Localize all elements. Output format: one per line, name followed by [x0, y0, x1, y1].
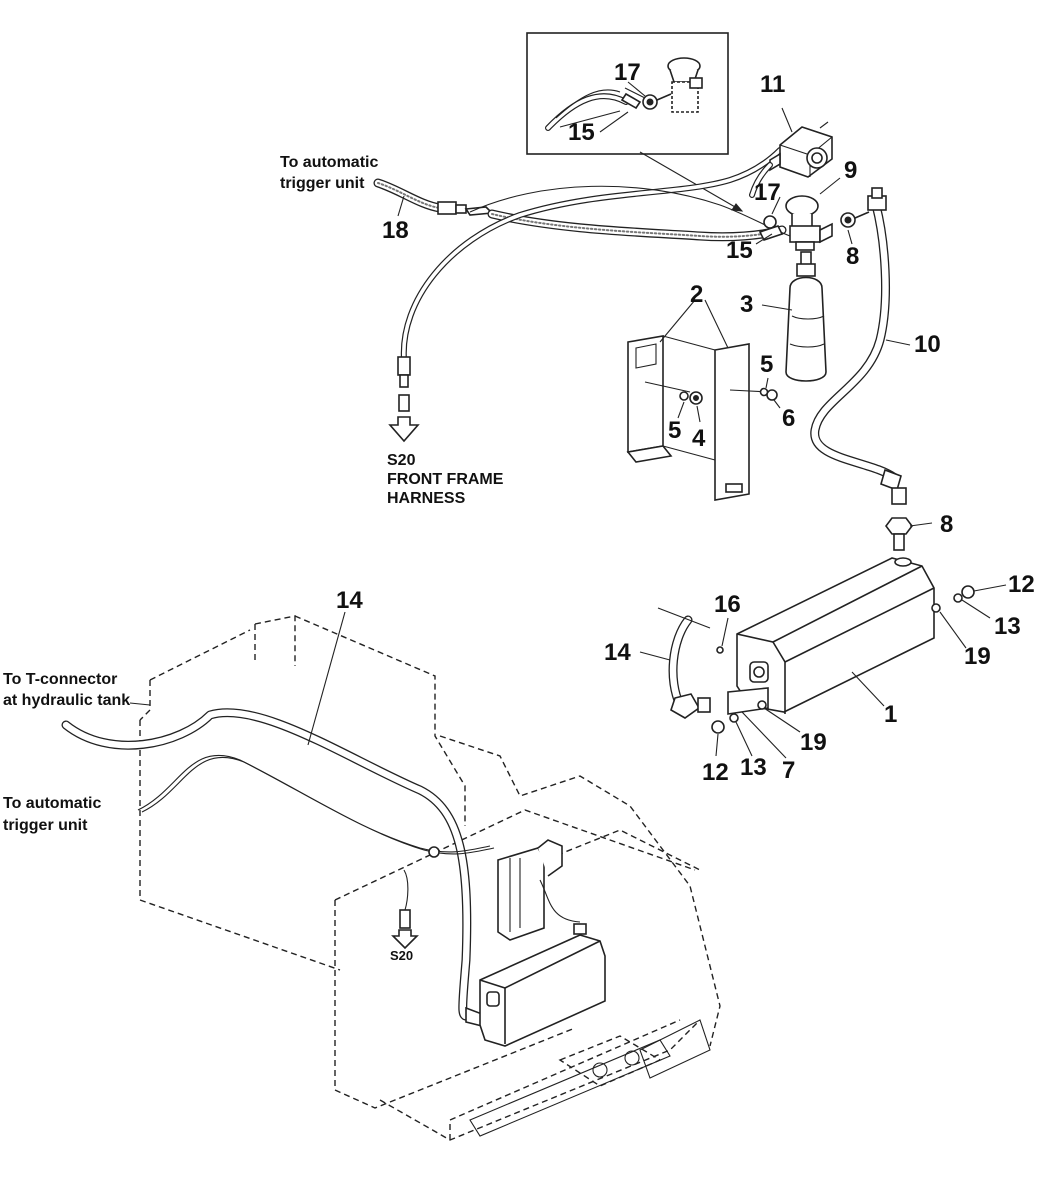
callout-15: 15 — [726, 237, 753, 264]
actuator-11 — [749, 121, 833, 198]
callout-2: 2 — [690, 281, 703, 308]
trigger-note-bottom-2: trigger unit — [3, 817, 88, 834]
inset-valve — [667, 57, 703, 113]
callout-8-top: 8 — [846, 243, 859, 270]
fitting-17 — [763, 215, 777, 229]
trigger-note-bottom-1: To automatic — [3, 795, 101, 812]
canister-lower — [479, 923, 606, 1047]
washer-5-right — [759, 387, 769, 397]
inset-frame — [526, 32, 729, 155]
callout-4: 4 — [692, 425, 706, 452]
callout-11: 11 — [760, 71, 785, 98]
s20-small-arrow — [391, 929, 419, 950]
harness-note-1: S20 — [387, 452, 416, 469]
callout-15-inset: 15 — [568, 119, 595, 146]
callout-1: 1 — [884, 701, 897, 728]
connector-plug — [397, 356, 411, 376]
callout-7: 7 — [782, 757, 795, 784]
callout-5-left: 5 — [668, 417, 681, 444]
tconnector-note-1: To T-connector — [3, 671, 117, 688]
callout-14-top: 14 — [336, 587, 363, 614]
washer-5-left — [679, 391, 689, 401]
fitting-15 — [758, 225, 784, 241]
bolt-12-top — [961, 585, 975, 599]
tconnector-note-2: at hydraulic tank — [3, 692, 130, 709]
harness-arrow — [388, 416, 420, 443]
nut-6 — [759, 387, 778, 401]
callout-19-bottom: 19 — [800, 729, 827, 756]
bolt-12-bottom — [711, 720, 725, 734]
inset-leader — [639, 151, 743, 212]
callout-13-top: 13 — [994, 613, 1021, 640]
inset-fitting-15 — [620, 92, 642, 110]
hose-14-detail — [657, 607, 711, 719]
callout-17-inset: 17 — [614, 59, 641, 86]
callout-17: 17 — [754, 179, 781, 206]
trigger-note-top-1: To automatic — [280, 154, 378, 171]
nut-19-right — [931, 603, 941, 613]
harness-note-3: HARNESS — [387, 490, 466, 507]
nut-19-bottom — [757, 700, 767, 710]
callout-19-right: 19 — [964, 643, 991, 670]
fitting-8-top — [840, 211, 870, 228]
hose-18 — [373, 178, 787, 242]
callout-12-bottom: 12 — [702, 759, 729, 786]
fitting-8-mid — [885, 517, 913, 551]
hose-10 — [810, 187, 907, 505]
cylinder-3 — [785, 251, 827, 382]
washer-13-bottom — [729, 713, 739, 723]
callout-leaders — [129, 87, 1007, 759]
callout-10: 10 — [914, 331, 941, 358]
hose-loop-upper — [469, 185, 791, 237]
plug-16 — [716, 646, 724, 654]
harness-note-2: FRONT FRAME — [387, 471, 504, 488]
callout-9: 9 — [844, 157, 857, 184]
detail-inset — [526, 32, 729, 155]
canister-1 — [727, 557, 935, 715]
callout-13-bottom: 13 — [740, 754, 767, 781]
callout-12-top: 12 — [1008, 571, 1035, 598]
machine-frame — [139, 615, 721, 1141]
main-hose-14 — [61, 708, 483, 1028]
bracket-lower — [497, 839, 581, 941]
callout-3: 3 — [740, 291, 753, 318]
small-hardware — [711, 585, 975, 734]
valve-9 — [758, 195, 833, 251]
washer-13-top — [953, 593, 963, 603]
screw-4 — [679, 391, 703, 405]
harness-wire — [388, 147, 783, 443]
callout-8-mid: 8 — [940, 511, 953, 538]
trigger-note-top-2: trigger unit — [280, 175, 365, 192]
harness-connector — [398, 394, 410, 412]
callout-18: 18 — [382, 217, 409, 244]
callout-5-right: 5 — [760, 351, 773, 378]
bracket-2 — [626, 335, 771, 501]
callout-16: 16 — [714, 591, 741, 618]
s20-small-label: S20 — [390, 948, 413, 963]
trigger-wire-lower — [137, 754, 495, 950]
hose-end-fitting — [437, 201, 457, 215]
callout-14-mid: 14 — [604, 639, 631, 666]
callout-6: 6 — [782, 405, 795, 432]
